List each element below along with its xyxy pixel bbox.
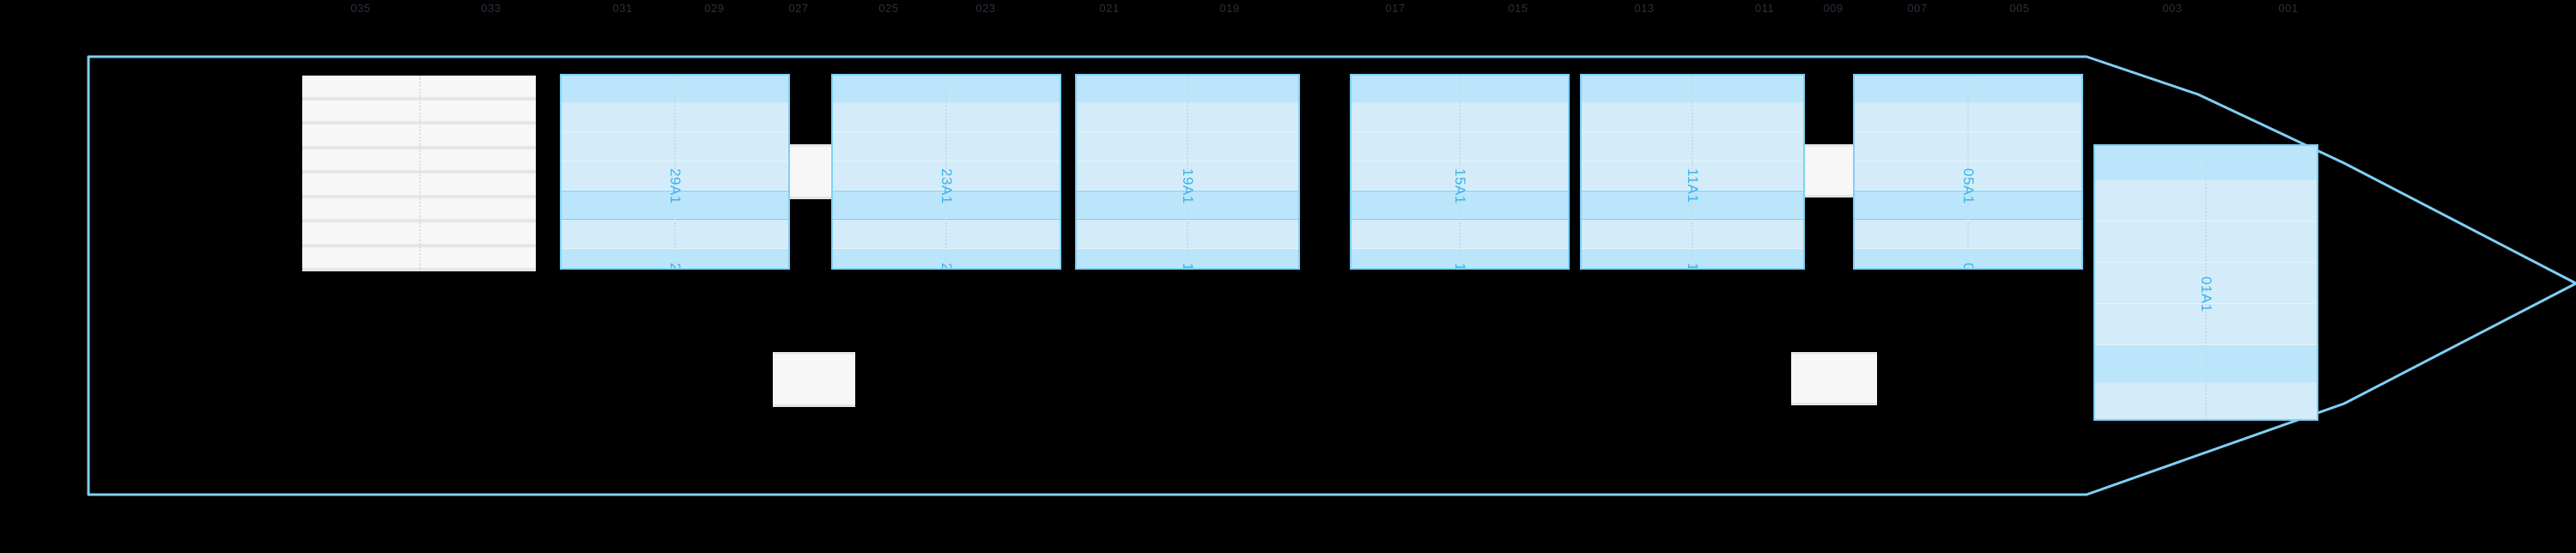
ruler-tick-009: 009 bbox=[1823, 2, 1844, 15]
bay-15-label-lower: 15A2 bbox=[1451, 263, 1468, 268]
bay-23-centerline bbox=[945, 76, 947, 268]
ruler-tick-011: 011 bbox=[1754, 2, 1775, 15]
bay-05-label-upper: 05A1 bbox=[1960, 168, 1977, 204]
bay-05[interactable]: 05A1 05A2 bbox=[1853, 74, 2083, 270]
ruler-tick-013: 013 bbox=[1634, 2, 1655, 15]
ruler-tick-027: 027 bbox=[788, 2, 809, 15]
bay-15-centerline bbox=[1459, 76, 1461, 268]
bay-23[interactable]: 23A1 23A2 bbox=[831, 74, 1061, 270]
ruler-tick-021: 021 bbox=[1099, 2, 1120, 15]
bay-05-label-lower: 05A2 bbox=[1959, 263, 1977, 268]
bay-15-label-upper: 15A1 bbox=[1452, 168, 1468, 204]
bay-11-centerline bbox=[1692, 76, 1693, 268]
bay-05-centerline bbox=[1967, 76, 1969, 268]
bay-15[interactable]: 15A1 15A2 bbox=[1350, 74, 1570, 270]
bay-29[interactable]: 29A1 29A2 bbox=[560, 74, 790, 270]
ruler-tick-019: 019 bbox=[1219, 2, 1240, 15]
ruler-tick-015: 015 bbox=[1508, 2, 1528, 15]
bay-19[interactable]: 19A1 19A2 bbox=[1075, 74, 1300, 270]
bay-01[interactable]: 01A1 bbox=[2093, 144, 2318, 421]
bay-19-label-lower: 19A2 bbox=[1179, 263, 1196, 268]
bay-11[interactable]: 11A1 11A2 bbox=[1580, 74, 1805, 270]
engine-room-block[interactable] bbox=[302, 76, 536, 271]
bay-29-label-lower: 29A2 bbox=[666, 263, 683, 268]
ruler-tick-001: 001 bbox=[2278, 2, 2299, 15]
bay-11-label-lower: 11A2 bbox=[1684, 263, 1701, 268]
bay-29-label-upper: 29A1 bbox=[667, 168, 683, 204]
bay-19-centerline bbox=[1187, 76, 1188, 268]
ruler-tick-033: 033 bbox=[481, 2, 501, 15]
ruler-tick-023: 023 bbox=[975, 2, 996, 15]
bay-19-label-upper: 19A1 bbox=[1180, 168, 1196, 204]
bay-23-label-lower: 23A2 bbox=[938, 263, 955, 268]
bay-11-label-upper: 11A1 bbox=[1685, 168, 1701, 204]
bay-01-centerline bbox=[2205, 146, 2207, 419]
ruler-tick-029: 029 bbox=[704, 2, 725, 15]
hatch-cover-b[interactable] bbox=[773, 352, 855, 407]
ruler-tick-003: 003 bbox=[2162, 2, 2183, 15]
bay-29-centerline bbox=[674, 76, 676, 268]
bay-23-label-upper: 23A1 bbox=[939, 168, 955, 204]
ruler-tick-025: 025 bbox=[878, 2, 899, 15]
bay-01-label-upper: 01A1 bbox=[2198, 276, 2215, 313]
ruler-tick-017: 017 bbox=[1385, 2, 1406, 15]
ruler-tick-007: 007 bbox=[1907, 2, 1928, 15]
ruler-tick-005: 005 bbox=[2009, 2, 2030, 15]
hatch-cover-d[interactable] bbox=[1791, 352, 1877, 405]
ruler-tick-031: 031 bbox=[612, 2, 633, 15]
engine-room-centerline bbox=[419, 76, 421, 271]
ruler-tick-035: 035 bbox=[350, 2, 371, 15]
frame-number-ruler: 035 033 031 029 027 025 023 021 019 017 015 013 011 0… bbox=[0, 0, 2576, 22]
